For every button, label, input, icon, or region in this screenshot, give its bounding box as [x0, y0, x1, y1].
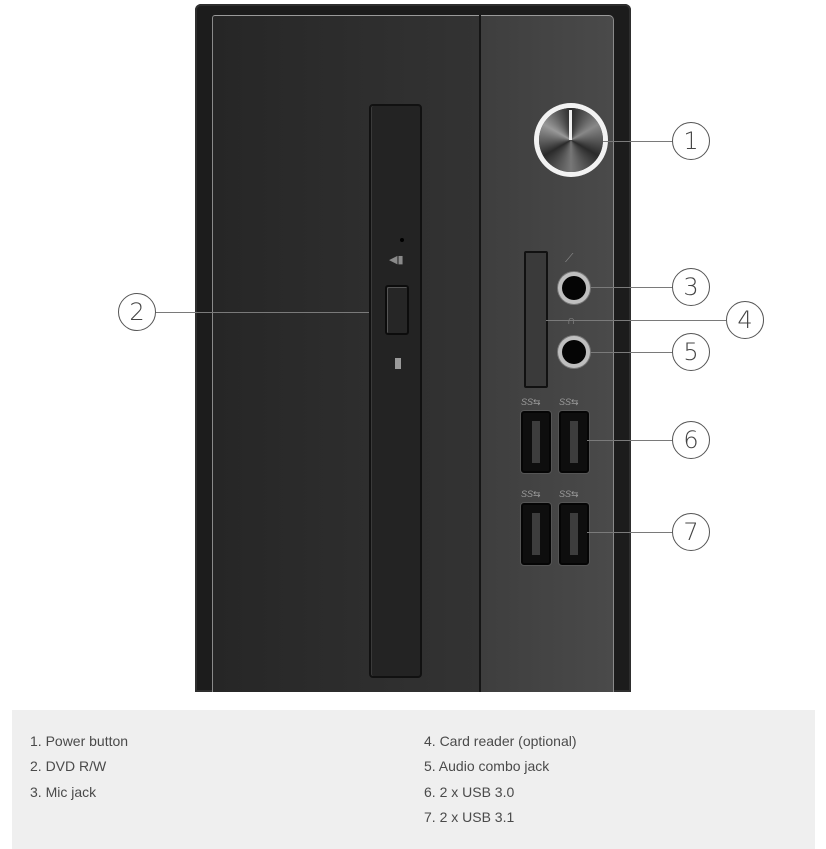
card-reader-slot: [524, 251, 548, 388]
dvd-activity-led: [400, 238, 404, 242]
callout-7: 7: [672, 513, 710, 551]
dvd-drive: [369, 104, 422, 678]
dvd-eject-button: [385, 285, 409, 335]
callout-line-4: [546, 320, 726, 321]
front-panel-left: [212, 15, 479, 692]
usb-3-0-port: [521, 411, 551, 473]
callout-3: 3: [672, 268, 710, 306]
power-icon: [569, 110, 572, 140]
mic-jack: [562, 276, 586, 300]
dvd-emergency-eject-icon: [395, 358, 401, 369]
legend-item-dvd: 2. DVD R/W: [30, 758, 107, 774]
callout-5: 5: [672, 333, 710, 371]
usb-superspeed-icon: SS⇆: [559, 397, 579, 407]
mic-icon: ⟋: [565, 251, 574, 265]
eject-icon: ◀▮: [389, 254, 404, 266]
usb-superspeed-icon: SS⇆: [521, 397, 541, 407]
callout-line-2: [155, 312, 369, 313]
callout-2: 2: [118, 293, 156, 331]
callout-1: 1: [672, 122, 710, 160]
legend-item-mic-jack: 3. Mic jack: [30, 784, 97, 800]
callout-line-3: [590, 287, 673, 288]
callout-6: 6: [672, 421, 710, 459]
legend-item-usb-3-0: 6. 2 x USB 3.0: [424, 784, 515, 800]
usb-3-0-port: [559, 411, 589, 473]
legend-item-card-reader: 4. Card reader (optional): [424, 733, 577, 749]
callout-line-5: [590, 352, 673, 353]
usb-3-1-port: [521, 503, 551, 565]
legend-panel: 1. Power button 2. DVD R/W 3. Mic jack 4…: [12, 710, 815, 849]
usb-superspeed-icon: SS⇆: [521, 489, 541, 499]
usb-superspeed-icon: SS⇆: [559, 489, 579, 499]
usb-3-1-port: [559, 503, 589, 565]
legend-item-power-button: 1. Power button: [30, 733, 129, 749]
callout-line-6: [587, 440, 673, 441]
callout-line-7: [587, 532, 673, 533]
legend-item-audio-combo-jack: 5. Audio combo jack: [424, 758, 550, 774]
audio-combo-jack: [562, 340, 586, 364]
callout-line-1: [603, 141, 673, 142]
legend-item-usb-3-1: 7. 2 x USB 3.1: [424, 809, 515, 825]
panel-seam: [479, 15, 481, 692]
callout-4: 4: [726, 301, 764, 339]
